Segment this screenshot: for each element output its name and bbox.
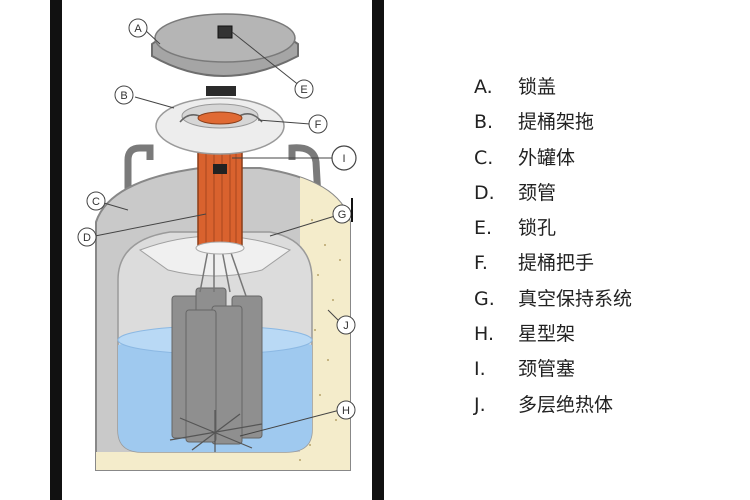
legend-item-b: B. 提桶架拖 <box>474 109 632 144</box>
svg-text:E: E <box>300 84 307 96</box>
legend-text: 锁孔 <box>518 217 557 240</box>
legend-text: 外罐体 <box>518 146 576 169</box>
callout-a: A <box>128 18 148 38</box>
neck-tube-bottom <box>195 241 245 255</box>
legend-key: F. <box>474 252 488 275</box>
legend-text: 颈管塞 <box>518 358 576 381</box>
legend-key: C. <box>474 146 494 169</box>
legend-item-e: E. 锁孔 <box>474 215 632 250</box>
svg-text:H: H <box>342 405 350 417</box>
canisters <box>171 287 263 445</box>
svg-text:B: B <box>120 90 127 102</box>
legend-text: 多层绝热体 <box>518 393 614 416</box>
legend-key: G. <box>474 287 495 310</box>
insulation-bottom <box>96 452 350 470</box>
frame-right <box>372 0 384 500</box>
legend-text: 真空保持系统 <box>518 287 633 310</box>
svg-text:G: G <box>338 209 347 221</box>
legend-list: A. 锁盖 B. 提桶架拖 C. 外罐体 D. 颈管 E. 锁孔 F. 提桶把手 G. 真空保… <box>474 74 632 427</box>
callout-f: F <box>308 114 328 134</box>
svg-text:I: I <box>342 153 345 165</box>
canister-stems <box>199 249 247 297</box>
legend-text: 提桶把手 <box>518 252 595 275</box>
callout-c: C <box>86 191 106 211</box>
legend-key: A. <box>474 76 493 98</box>
lid-connector <box>206 86 236 96</box>
legend-key: I. <box>474 358 486 381</box>
callout-g: G <box>332 204 352 224</box>
callout-b: B <box>114 85 134 105</box>
callout-i-marker: I <box>331 145 357 171</box>
legend-key: H. <box>474 323 494 346</box>
legend-key: E. <box>474 217 493 240</box>
legend-key: D. <box>474 181 495 204</box>
callout-j: J <box>336 315 356 335</box>
lock-hole <box>217 25 233 39</box>
legend-text: 星型架 <box>518 323 576 346</box>
legend-item-i: I. 颈管塞 <box>474 356 632 391</box>
svg-text:A: A <box>134 23 142 35</box>
neck-plug-marker <box>213 164 227 174</box>
svg-text:C: C <box>92 196 100 208</box>
callout-e: E <box>294 79 314 99</box>
svg-text:F: F <box>315 119 322 131</box>
neck-opening <box>197 111 243 125</box>
left-handle <box>124 144 154 198</box>
svg-text:J: J <box>343 320 349 332</box>
legend-text: 提桶架拖 <box>518 111 595 134</box>
legend-item-c: C. 外罐体 <box>474 145 632 180</box>
legend-item-g: G. 真空保持系统 <box>474 286 632 321</box>
vacuum-funnel <box>138 235 292 277</box>
svg-text:D: D <box>83 232 91 244</box>
frame-left <box>50 0 62 500</box>
legend-key: J. <box>474 393 486 416</box>
leader-lines <box>94 29 341 437</box>
right-handle <box>288 144 322 199</box>
legend-item-h: H. 星型架 <box>474 321 632 356</box>
star-rack <box>169 410 263 452</box>
legend-item-a: A. 锁盖 <box>474 74 632 109</box>
callout-d: D <box>77 227 97 247</box>
legend-text: 颈管 <box>518 181 557 204</box>
callout-h: H <box>336 400 356 420</box>
legend-text: 锁盖 <box>518 76 557 98</box>
legend-item-d: D. 颈管 <box>474 180 632 215</box>
legend-item-j: J. 多层绝热体 <box>474 392 632 427</box>
legend-item-f: F. 提桶把手 <box>474 250 632 285</box>
legend-key: B. <box>474 111 494 134</box>
